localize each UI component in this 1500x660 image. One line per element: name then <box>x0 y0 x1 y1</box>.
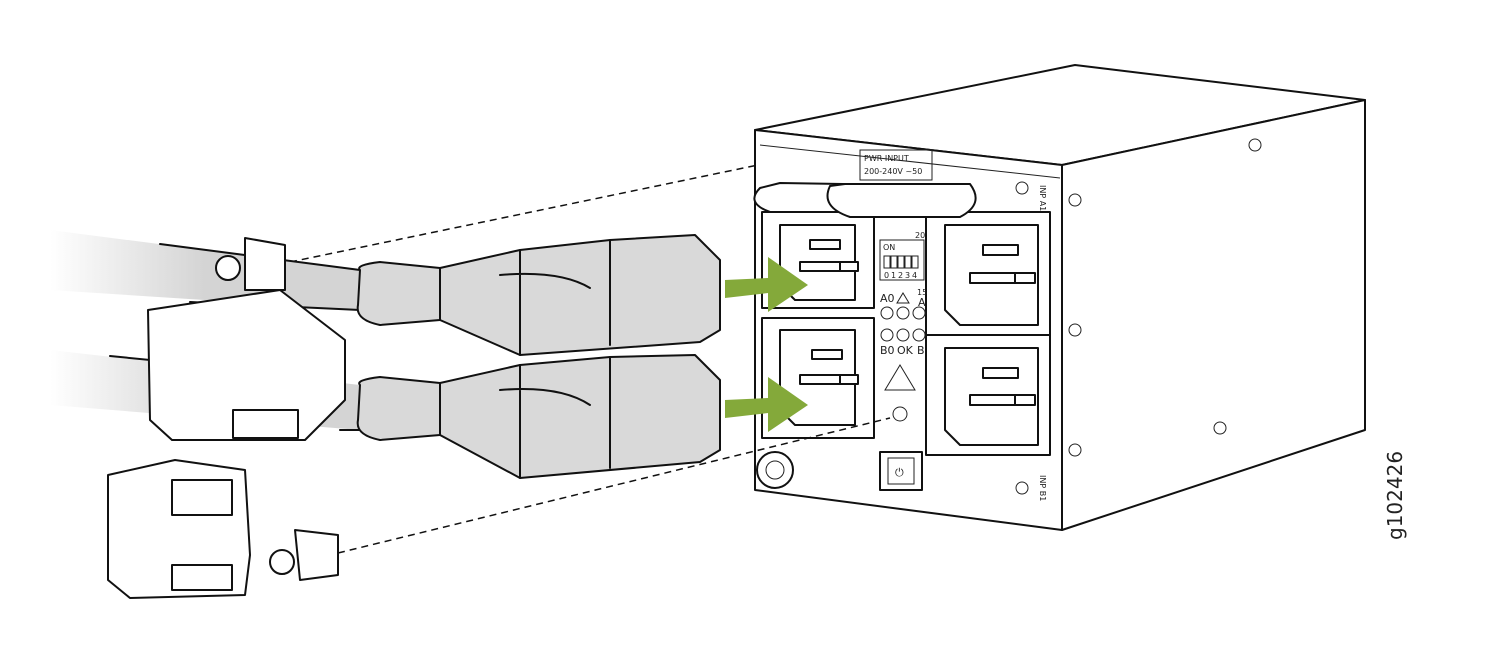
value-20-label: 20 <box>915 231 925 240</box>
guide-lines <box>289 164 891 554</box>
insert-arrow-icon <box>725 257 808 432</box>
warning-icon <box>896 292 910 304</box>
dip-number: 1 <box>891 271 896 280</box>
status-leds: A0 15 A B0 OK B <box>880 288 927 357</box>
inp-b1-label: INP B1 <box>1038 475 1047 501</box>
led-a1-label: A <box>918 296 926 309</box>
pwr-input-label: PWR INPUT <box>864 154 909 163</box>
dip-on-label: ON <box>883 243 895 252</box>
dip-number: 0 <box>884 271 889 280</box>
label-plate <box>859 149 933 181</box>
power-icon: ⏻ <box>895 466 904 479</box>
dip-switch: ON 20 0 1 2 3 4 <box>879 231 925 281</box>
led-b1-label: B <box>917 344 925 357</box>
ground-icon <box>892 406 908 422</box>
voltage-label: 200-240V ~50 <box>864 167 922 176</box>
power-switch[interactable]: ⏻ <box>879 451 923 491</box>
inp-a1-label: INP A1 <box>1038 185 1047 211</box>
led-ok-label: OK <box>897 344 914 357</box>
thumbscrew[interactable] <box>756 451 794 489</box>
dip-number: 2 <box>898 271 903 280</box>
value-15-label: 15 <box>917 288 927 297</box>
led-b0-label: B0 <box>880 344 895 357</box>
retainer-screw-icon <box>269 549 295 575</box>
screw-icon <box>1015 138 1262 495</box>
power-inlet-a1 <box>925 211 1051 339</box>
retainer-screw-icon <box>215 255 241 281</box>
figure-id: g102426 <box>1383 451 1407 540</box>
hot-surface-warning-icon <box>884 364 916 391</box>
cord-retainer-top[interactable] <box>147 237 346 441</box>
cord-retainer-bottom[interactable] <box>107 459 339 599</box>
led-a0-label: A0 <box>880 292 895 305</box>
dip-number: 3 <box>905 271 910 280</box>
dip-number: 4 <box>912 271 917 280</box>
power-supply-unit: INP A1 INP B1 ON 20 0 1 <box>753 64 1366 531</box>
power-inlet-b1 <box>925 334 1051 456</box>
